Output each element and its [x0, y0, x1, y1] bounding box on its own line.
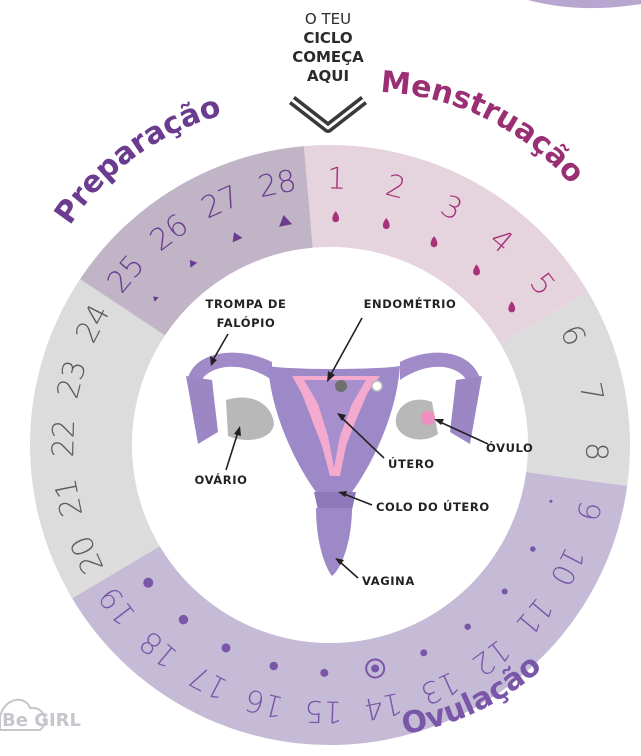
dot-icon: [502, 589, 508, 595]
dot-icon: [179, 615, 189, 625]
day-number: 22: [46, 419, 82, 458]
label-ovum: ÓVULO: [486, 440, 533, 455]
label-fallopian-2: FALÓPIO: [217, 315, 276, 330]
chevron-down-icon: [292, 100, 364, 128]
dot-icon: [221, 643, 230, 652]
ovum: [421, 411, 435, 425]
dot-icon: [420, 649, 427, 656]
dot-icon: [320, 669, 328, 677]
dot-icon: [269, 662, 278, 671]
label-ovary: OVÁRIO: [195, 472, 248, 487]
day-number: 21: [48, 476, 90, 520]
day-number: 1: [327, 161, 347, 196]
label-endometrium: ENDOMÉTRIO: [364, 296, 457, 311]
start-line-1: O TEU: [305, 10, 351, 28]
day-number: 14: [361, 685, 405, 727]
corner-decoration: [528, 0, 641, 8]
start-line-3: COMEÇA: [292, 48, 364, 66]
start-marker: O TEU CICLO COMEÇA AQUI: [292, 10, 364, 128]
brand-name: Be GIRL: [2, 710, 81, 731]
day-number: 8: [578, 442, 613, 462]
start-line-2: CICLO: [303, 29, 352, 47]
dot-icon: [530, 546, 536, 552]
label-vagina: VAGINA: [362, 574, 415, 588]
dot-icon: [549, 500, 552, 503]
brand-logo: Be GIRL: [0, 700, 81, 731]
label-fallopian-1: TROMPA DE: [206, 297, 287, 311]
day-number: 28: [255, 163, 299, 205]
dot-icon: [143, 578, 153, 588]
dot-icon: [464, 623, 471, 630]
cervix: [314, 492, 356, 510]
start-line-4: AQUI: [307, 67, 349, 85]
day-number: 15: [304, 693, 343, 729]
label-cervix: COLO DO ÚTERO: [376, 499, 490, 514]
label-uterus: ÚTERO: [388, 456, 435, 471]
dot-icon: [371, 664, 379, 672]
